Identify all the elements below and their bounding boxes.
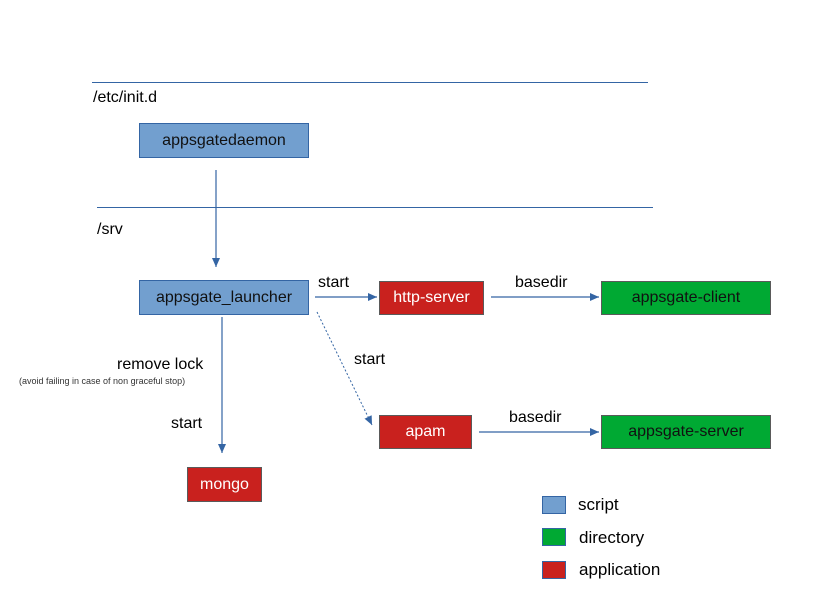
legend-label-script: script — [578, 495, 619, 514]
edge-label-launcher-apam: start — [354, 351, 386, 368]
srv-divider-line — [97, 207, 653, 208]
edge-label-apam-server: basedir — [509, 409, 562, 426]
edge-note-non-graceful: (avoid failing in case of non graceful s… — [19, 376, 186, 386]
edge-label-http-client: basedir — [515, 274, 568, 291]
edge-label-launcher-http: start — [318, 274, 350, 291]
edge-launcher-to-apam — [316, 311, 373, 426]
legend-swatch-directory — [542, 528, 566, 546]
legend-swatch-script — [542, 496, 566, 514]
node-appsgate-launcher: appsgate_launcher — [139, 280, 309, 315]
legend-swatch-application — [542, 561, 566, 579]
node-appsgatedaemon: appsgatedaemon — [139, 123, 309, 158]
legend-label-directory: directory — [579, 528, 645, 547]
edge-label-launcher-mongo-start: start — [171, 415, 203, 432]
srv-section-label: /srv — [97, 221, 123, 238]
node-appsgate-client: appsgate-client — [601, 281, 771, 315]
node-mongo: mongo — [187, 467, 262, 502]
node-http-server: http-server — [379, 281, 484, 315]
legend-label-application: application — [579, 560, 661, 579]
node-appsgate-server: appsgate-server — [601, 415, 771, 449]
edge-label-remove-lock: remove lock — [117, 356, 204, 373]
init-divider-line — [92, 82, 648, 83]
node-apam: apam — [379, 415, 472, 449]
init-section-label: /etc/init.d — [93, 89, 158, 106]
